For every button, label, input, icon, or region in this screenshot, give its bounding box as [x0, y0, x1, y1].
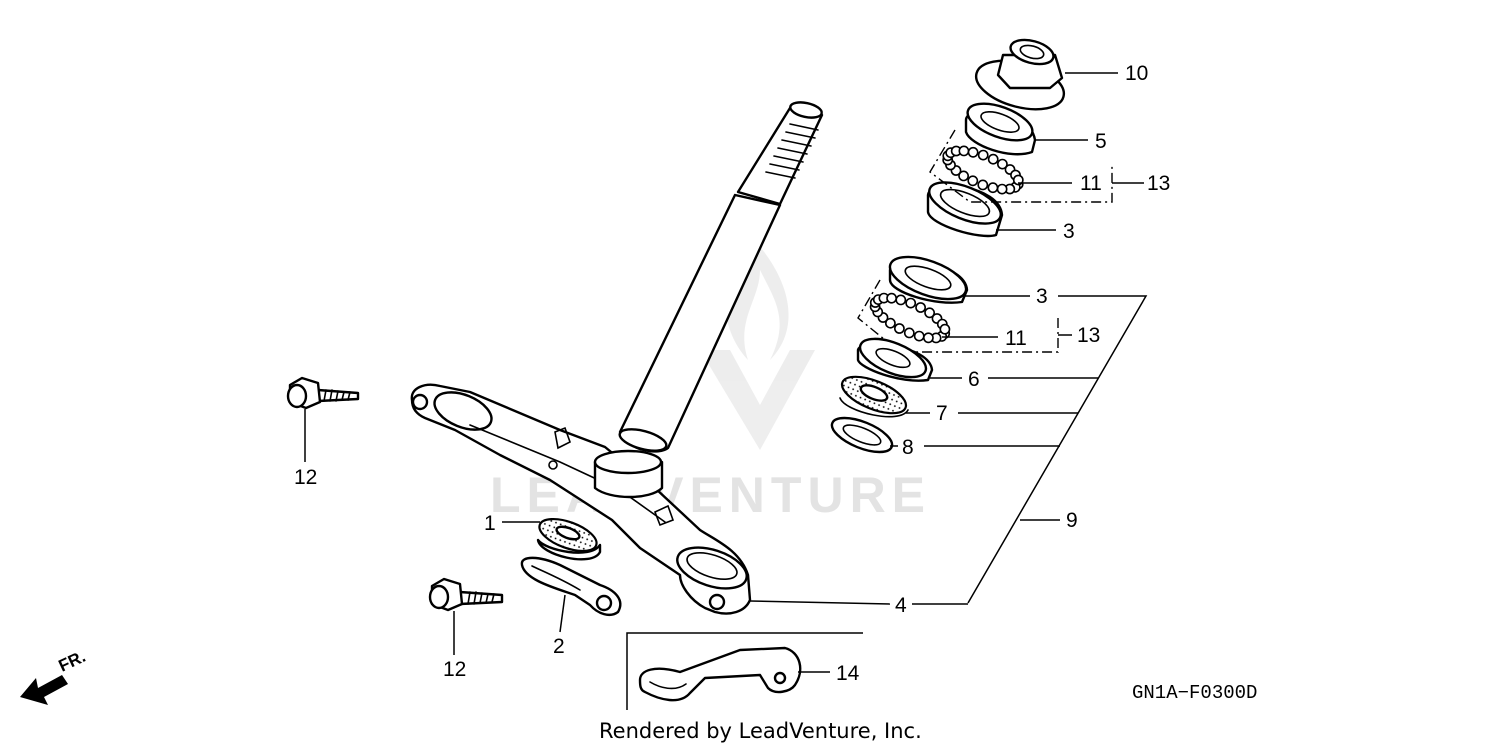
steel-ball	[886, 292, 897, 304]
callout-12-upper: 12	[294, 466, 317, 489]
dust-seal	[839, 375, 909, 418]
steering-stem-part	[410, 101, 824, 615]
lower-ball-race	[888, 255, 969, 304]
callout-2: 2	[553, 635, 565, 658]
callout-11-upper: 11	[1080, 172, 1102, 195]
callout-5: 5	[1095, 130, 1107, 153]
dust-seal-washer	[830, 416, 894, 454]
steel-ball	[958, 170, 969, 182]
steel-ball	[913, 330, 925, 342]
callout-12-lower: 12	[443, 658, 466, 681]
steel-ball	[885, 317, 896, 329]
leader-lines	[304, 72, 1148, 673]
bolt-lower	[428, 577, 504, 612]
steel-ball	[997, 158, 1008, 170]
steel-ball	[996, 183, 1008, 195]
bolt-upper	[286, 376, 360, 410]
grommet	[536, 517, 602, 561]
optional-parts-frame	[626, 632, 863, 710]
steel-ball	[958, 145, 970, 157]
callout-13-lower: 13	[1077, 324, 1100, 347]
callout-13-upper: 13	[1147, 172, 1170, 195]
steel-ball	[967, 175, 979, 187]
callout-4: 4	[895, 594, 907, 617]
steel-ball	[987, 153, 999, 165]
front-direction-arrow: FR.	[20, 647, 89, 705]
diagram-code: GN1A−F0300D	[1132, 682, 1257, 704]
steel-ball	[967, 146, 979, 158]
callout-3-upper: 3	[1063, 220, 1075, 243]
steel-ball	[977, 179, 989, 191]
callout-14: 14	[836, 662, 860, 685]
upper-steel-ball-ring	[942, 145, 1024, 195]
steel-ball	[923, 332, 934, 344]
steel-ball	[903, 327, 915, 339]
callout-7: 7	[936, 402, 948, 425]
steel-ball	[939, 323, 951, 335]
callout-6: 6	[968, 368, 980, 391]
upper-ball-race	[926, 181, 1004, 238]
upper-cone-race	[964, 102, 1037, 156]
steel-ball	[895, 294, 907, 306]
steel-ball	[894, 323, 905, 334]
callout-9: 9	[1066, 509, 1078, 532]
hose-clamp	[520, 556, 622, 616]
steel-ball	[915, 302, 926, 313]
callout-3-lower: 3	[1036, 285, 1048, 308]
lower-cone-race	[856, 337, 934, 382]
callout-1: 1	[484, 512, 496, 535]
steel-ball	[977, 149, 989, 161]
callout-11-lower: 11	[1005, 327, 1027, 350]
optional-bracket	[638, 646, 802, 702]
steel-ball	[924, 307, 935, 319]
render-credit: Rendered by LeadVenture, Inc.	[599, 719, 922, 743]
steering-stem-nut	[974, 38, 1066, 111]
callout-10: 10	[1125, 62, 1148, 85]
front-direction-label: FR.	[56, 647, 89, 676]
callout-8: 8	[902, 436, 914, 459]
lower-bearing-set-bracket	[857, 279, 1059, 353]
steel-ball	[905, 297, 917, 309]
steel-ball	[987, 182, 999, 194]
